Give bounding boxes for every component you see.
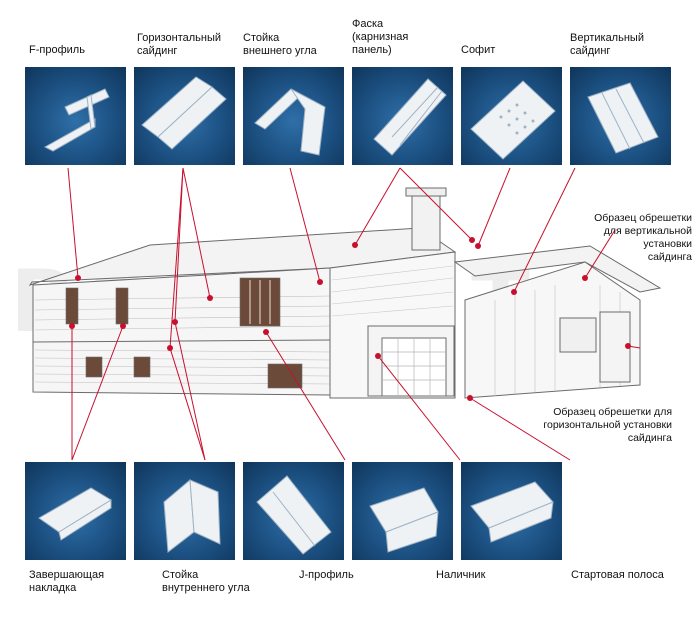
- leader-hlathing: [469, 397, 571, 461]
- f-profile-icon: [25, 67, 126, 165]
- fascia-icon: [352, 67, 453, 165]
- leader-f-profile: [67, 167, 79, 279]
- casing-icon: [352, 462, 453, 560]
- label-outside-corner: Стойка внешнего угла: [243, 32, 317, 57]
- leader-outside-corner: [289, 167, 321, 283]
- label-casing: Наличник: [436, 569, 486, 581]
- label-horizontal-siding: Горизонтальный сайдинг: [137, 32, 222, 57]
- label-inside-corner: Стойка внутреннего угла: [162, 569, 250, 594]
- label-soffit: Софит: [461, 44, 496, 56]
- starter-strip-icon: [461, 462, 562, 560]
- window: [65, 287, 79, 325]
- horizontal-siding-icon: [134, 67, 235, 165]
- leader-inside-corner-2: [174, 321, 206, 461]
- leader-vlathing: [584, 229, 616, 279]
- inside-corner-icon: [134, 462, 235, 560]
- label-f-profile: F-профиль: [29, 44, 85, 56]
- leader-inside-corner: [169, 347, 206, 461]
- right-roof: [453, 245, 662, 293]
- note-horizontal-lathing: Образец обрешетки для горизонтальной уст…: [543, 406, 672, 444]
- window: [133, 356, 151, 378]
- window: [267, 363, 303, 389]
- outside-corner-icon: [243, 67, 344, 165]
- soffit-icon: [461, 67, 562, 165]
- leader-vsiding: [513, 167, 576, 293]
- leader-fascia: [354, 167, 401, 246]
- window: [115, 287, 129, 325]
- note-vertical-lathing: Образец обрешетки для вертикальной устан…: [594, 212, 692, 263]
- vertical-siding-icon: [570, 67, 671, 165]
- j-profile-icon: [243, 462, 344, 560]
- finishing-trim-icon: [25, 462, 126, 560]
- label-fascia: Фаска (карнизная панель): [352, 18, 409, 56]
- label-vertical-siding: Вертикальный сайдинг: [570, 32, 644, 57]
- label-starter-strip: Стартовая полоса: [571, 569, 664, 581]
- leader-j-profile: [265, 331, 346, 461]
- leader-hsiding-1: [182, 167, 211, 299]
- leader-fascia-2: [399, 167, 473, 241]
- leader-casing: [377, 355, 461, 461]
- leader-soffit: [477, 167, 511, 247]
- label-finishing-trim: Завершающая накладка: [29, 569, 105, 594]
- right-wing: [464, 261, 641, 399]
- leader-trim-2: [71, 325, 124, 461]
- leader-hsiding-2: [174, 167, 184, 323]
- leader-hsiding-3: [169, 167, 184, 349]
- label-j-profile: J-профиль: [299, 569, 354, 581]
- window: [85, 356, 103, 378]
